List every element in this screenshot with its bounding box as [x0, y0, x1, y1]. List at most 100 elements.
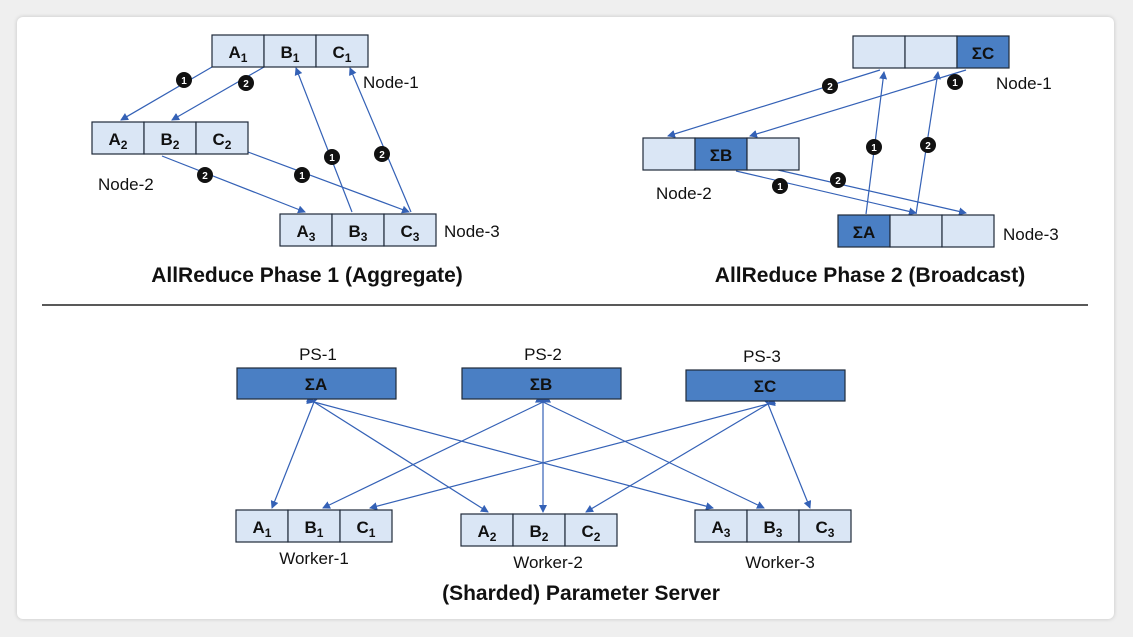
step-badge: 1 [947, 74, 963, 90]
node-label: Node-2 [98, 175, 154, 194]
ps-server-3: PS-3 ΣC [685, 347, 846, 402]
cell [279, 213, 333, 247]
cell [287, 509, 341, 543]
server-label: PS-2 [524, 345, 562, 364]
phase1-node1: A1 B1 C1 Node-1 [211, 34, 419, 92]
worker-label: Worker-1 [279, 549, 349, 568]
svg-text:1: 1 [299, 171, 305, 182]
arrow [761, 396, 812, 509]
cell [642, 137, 696, 171]
cell-label: B2 [161, 130, 180, 152]
phase2-node1: ΣC Node-1 [852, 35, 1052, 93]
node-label: Node-1 [363, 73, 419, 92]
cell-label: C2 [582, 522, 601, 544]
cell-label: ΣB [710, 146, 732, 165]
server-label: PS-3 [743, 347, 781, 366]
step-badge: 1 [324, 149, 340, 165]
cell-label: A2 [478, 522, 497, 544]
step-badge: 1 [176, 72, 192, 88]
cell-label: C3 [401, 222, 420, 244]
svg-text:1: 1 [329, 153, 335, 164]
svg-text:1: 1 [777, 182, 783, 193]
svg-text:2: 2 [379, 150, 385, 161]
svg-text:2: 2 [835, 176, 841, 187]
phase1-node3: A3 B3 C3 Node-3 [279, 213, 500, 247]
ps-caption: (Sharded) Parameter Server [442, 582, 720, 605]
cell [746, 137, 800, 171]
cell-label: B3 [349, 222, 368, 244]
svg-text:2: 2 [202, 171, 208, 182]
cell-label: B1 [281, 43, 300, 65]
step-badge: 2 [238, 75, 254, 91]
node-label: Node-2 [656, 184, 712, 203]
svg-text:1: 1 [181, 76, 187, 87]
svg-text:1: 1 [871, 143, 877, 154]
svg-text:2: 2 [243, 79, 249, 90]
arrow [161, 155, 306, 214]
arrow [305, 394, 489, 513]
cell-label: C2 [213, 130, 232, 152]
server-value: ΣC [754, 377, 776, 396]
phase2-node2: ΣB Node-2 [642, 137, 800, 203]
arrow [735, 170, 917, 216]
cell-label: A3 [712, 518, 731, 540]
cell [143, 121, 197, 155]
step-badge: 2 [822, 78, 838, 94]
cell [383, 213, 437, 247]
arrow [777, 169, 967, 216]
cell [852, 35, 906, 69]
cell-label: C1 [333, 43, 352, 65]
ps-server-1: PS-1 ΣA [236, 345, 397, 400]
ps-server-2: PS-2 ΣB [461, 345, 622, 400]
cell [339, 509, 393, 543]
cell-label: A2 [109, 130, 128, 152]
cell-label: ΣA [853, 223, 875, 242]
step-badge: 2 [197, 167, 213, 183]
cell-label: A3 [297, 222, 316, 244]
cell [837, 214, 891, 248]
server-box [236, 367, 397, 400]
svg-text:1: 1 [952, 78, 958, 89]
svg-text:2: 2 [925, 141, 931, 152]
cell [956, 35, 1010, 69]
cell [235, 509, 289, 543]
server-box [685, 369, 846, 402]
cell [941, 214, 995, 248]
cell [904, 35, 958, 69]
worker-2: A2 B2 C2 Worker-2 [460, 513, 618, 572]
server-value: ΣB [530, 375, 552, 394]
step-badge: 2 [920, 137, 936, 153]
phase2-caption: AllReduce Phase 2 (Broadcast) [715, 264, 1025, 287]
step-badge: 1 [866, 139, 882, 155]
step-badge: 2 [830, 172, 846, 188]
cell-label: ΣC [972, 44, 994, 63]
arrow [667, 69, 881, 138]
cell-label: C3 [816, 518, 835, 540]
cell [889, 214, 943, 248]
phase2-diagram: ΣC Node-1 ΣB Node-2 ΣA Node-3 2 1 1 2 1 … [642, 35, 1059, 287]
parameter-server-diagram: PS-1 ΣA PS-2 ΣB PS-3 ΣC A1 B1 C1 Worker-… [235, 345, 852, 605]
cell-label: B1 [305, 518, 324, 540]
cell-label: C1 [357, 518, 376, 540]
cell-label: A1 [229, 43, 248, 65]
cell [315, 34, 369, 68]
worker-label: Worker-3 [745, 553, 815, 572]
cell-label: A1 [253, 518, 272, 540]
arrow [585, 396, 777, 513]
step-badge: 2 [374, 146, 390, 162]
phase1-caption: AllReduce Phase 1 (Aggregate) [151, 264, 463, 287]
worker-label: Worker-2 [513, 553, 583, 572]
cell [694, 137, 748, 171]
server-value: ΣA [305, 375, 327, 394]
arrow [120, 66, 213, 121]
node-label: Node-1 [996, 74, 1052, 93]
arrow [749, 69, 967, 138]
arrow [294, 67, 353, 213]
phase1-diagram: A1 B1 C1 Node-1 A2 B2 C2 Node-2 A3 B3 C3… [91, 34, 500, 287]
step-badge: 1 [294, 167, 310, 183]
cell [195, 121, 249, 155]
node-label: Node-3 [1003, 225, 1059, 244]
arrow [349, 67, 412, 213]
cell [798, 509, 852, 543]
